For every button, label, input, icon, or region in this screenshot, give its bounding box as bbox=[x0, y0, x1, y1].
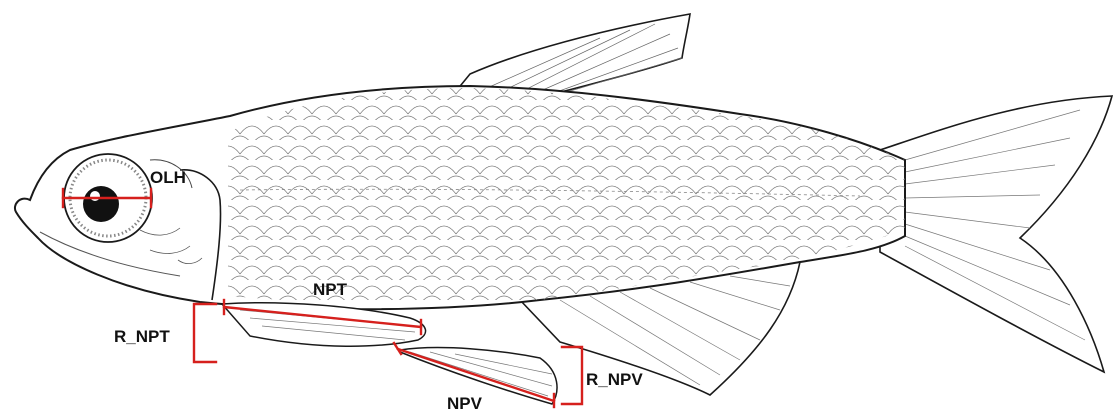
label-r-npv: R_NPV bbox=[586, 370, 643, 389]
label-npt: NPT bbox=[313, 280, 348, 299]
r-npv-bracket bbox=[562, 347, 582, 404]
label-npv: NPV bbox=[447, 394, 483, 413]
label-r-npt: R_NPT bbox=[114, 327, 170, 346]
r-npt-bracket bbox=[194, 304, 216, 362]
caudal-fin bbox=[880, 96, 1112, 372]
label-olh: OLH bbox=[150, 168, 186, 187]
